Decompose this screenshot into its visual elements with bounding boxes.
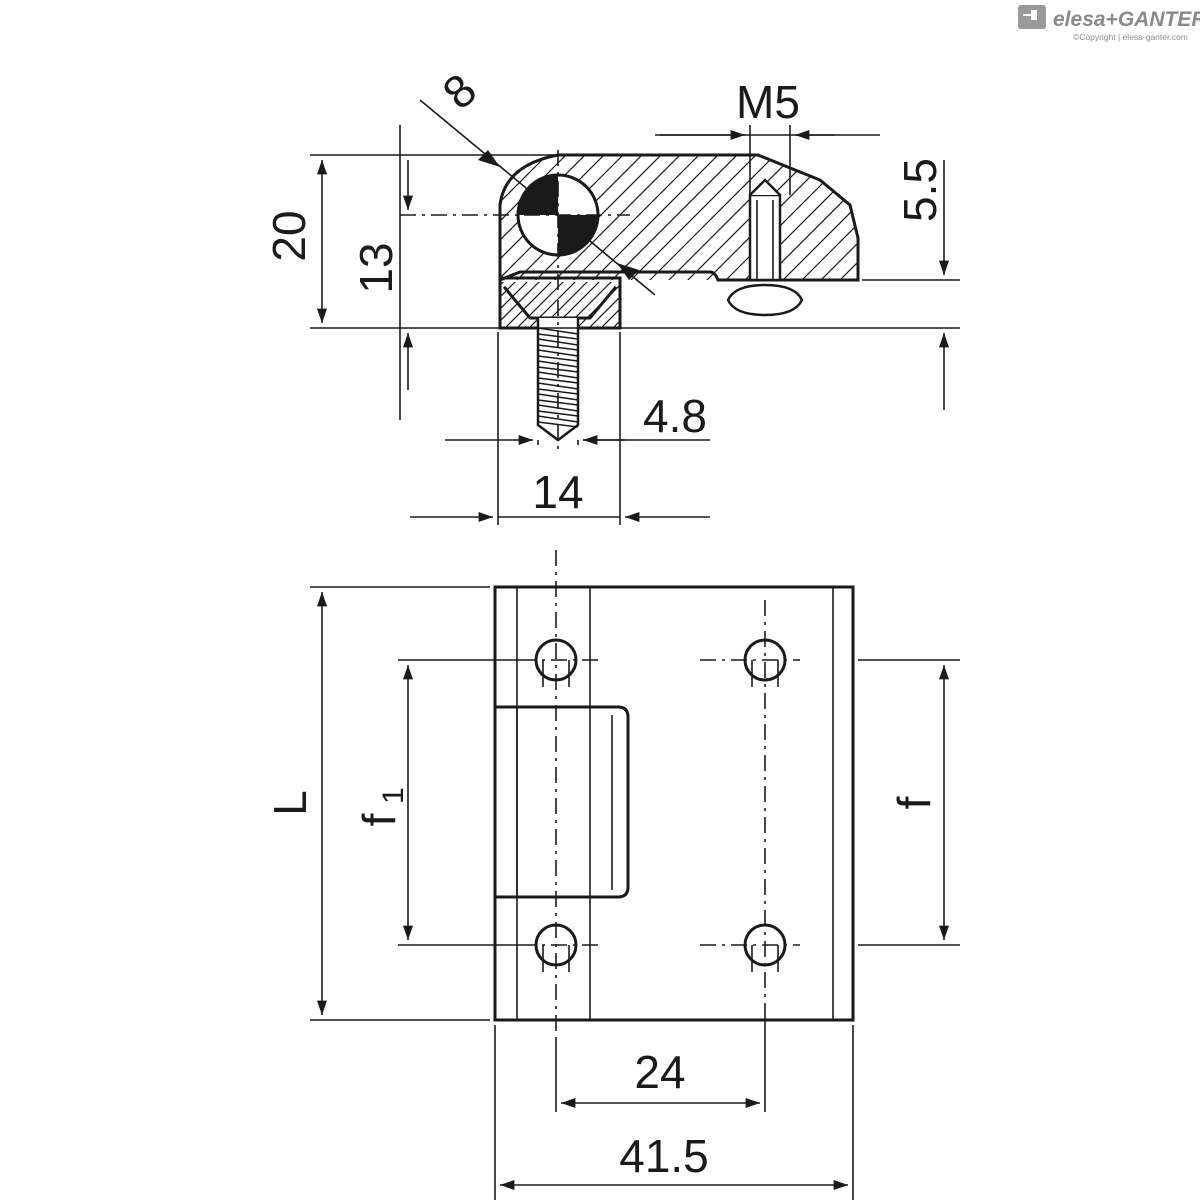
mounting-hole (534, 638, 578, 687)
side-view-section (400, 150, 860, 450)
logo-wordmark: elesa+GANTER (1053, 8, 1200, 31)
dim-height-screw: 5.5 (894, 158, 946, 222)
mounting-hole (534, 923, 578, 972)
dim-overall-width: 41.5 (619, 1130, 709, 1182)
brand-logo: elesa+GANTER ©Copyright | elesa-ganter.c… (1018, 5, 1200, 42)
dim-hole-spacing-left: f (353, 813, 405, 826)
copyright-text: ©Copyright | elesa-ganter.com (1073, 32, 1188, 42)
dim-screw-diameter: 4.8 (643, 390, 707, 442)
dim-thread: M5 (736, 76, 800, 128)
dim-hole-spacing-right: f (888, 796, 940, 809)
wood-screw (536, 300, 580, 450)
mounting-hole (743, 923, 787, 972)
top-view-dimensions: L f 1 f 24 41.5 (264, 586, 960, 1200)
mounting-hole (743, 638, 787, 687)
plate-outline (493, 585, 855, 1022)
dim-base-width: 14 (532, 466, 583, 518)
dim-pin-symbol: 8 (432, 63, 486, 119)
top-view (493, 550, 855, 1040)
side-view-dimensions: 20 13 5.5 M5 8 4.8 14 (263, 63, 960, 525)
body-outline (498, 153, 860, 283)
dim-length: L (264, 790, 316, 816)
hinge-knuckle (493, 705, 630, 899)
dim-hole-pitch: 24 (634, 1046, 685, 1098)
thread-screw (726, 178, 804, 317)
dim-height-total: 20 (263, 210, 315, 261)
dim-hole-spacing-left-sub: 1 (377, 787, 410, 804)
dim-height-mid: 13 (350, 242, 402, 293)
